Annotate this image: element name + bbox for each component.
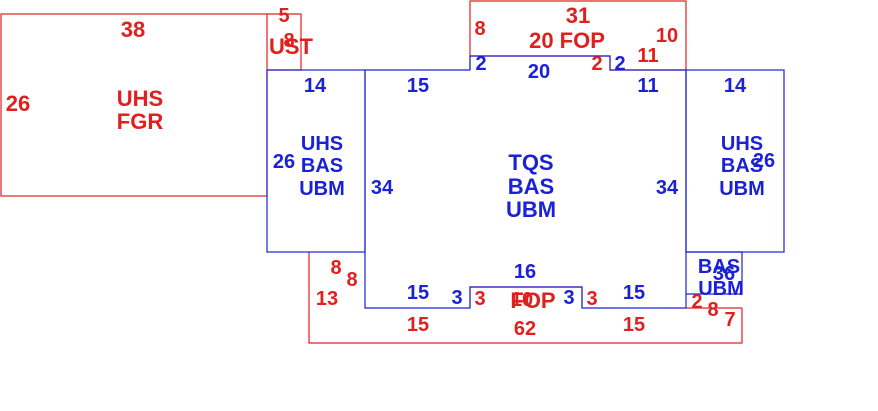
right-bas-depth-label: 26	[753, 150, 775, 172]
right-bas-name-line2: BAS	[721, 155, 763, 177]
left-bas-name-line1: UHS	[301, 133, 343, 155]
main-bottom-left-label: 15	[407, 282, 429, 304]
fop-bottom-notch-left-label: 3	[474, 288, 485, 310]
fop-top-left-label: 8	[474, 18, 485, 40]
left-bas-name-line2: BAS	[301, 155, 343, 177]
main-top-left-label: 15	[407, 75, 429, 97]
fgr-width-label: 38	[121, 17, 145, 42]
left-bas-depth-label: 26	[273, 151, 295, 173]
right-bas-name-line3: UBM	[719, 178, 765, 200]
main-bottom-mid-label: 16	[514, 261, 536, 283]
fop-top-name-label: 20 FOP	[529, 28, 605, 53]
small-bas-outline	[686, 251, 743, 295]
main-name-line3: UBM	[506, 197, 556, 222]
fop-bottom-inner-right-label: 15	[623, 314, 645, 336]
main-top-mid-label: 20	[528, 61, 550, 83]
red-labels: 38 26 UHS FGR 5 8 UST 31 8 10 20 FOP 11 …	[6, 3, 736, 340]
blue-outlines	[266, 55, 785, 309]
right-bas-width-label: 14	[724, 75, 747, 97]
main-left-label: 34	[371, 177, 394, 199]
fop-top-length-label: 31	[566, 3, 590, 28]
main-outline	[364, 55, 687, 309]
fop-bottom-right-outer-label: 7	[724, 309, 735, 331]
fgr-depth-label: 26	[6, 91, 30, 116]
fop-bottom-left-outer-label: 13	[316, 288, 338, 310]
fop-bottom-left-inner-label: 8	[346, 269, 357, 291]
fop-top-right-inner-label: 11	[637, 45, 658, 67]
small-bas-name-line2: UBM	[698, 278, 744, 300]
small-bas-side-label: 2	[691, 291, 702, 313]
main-bottom-right-label: 15	[623, 282, 645, 304]
main-notch-left-label: 3	[451, 287, 462, 309]
blue-labels: 14 26 UHS BAS UBM 15 2 20 2 11 34 34 TQS…	[273, 53, 775, 309]
fop-bottom-inner-left-label: 15	[407, 314, 429, 336]
fop-bottom-overlap-label: 10	[511, 289, 533, 311]
fop-bottom-name-label: FOP	[510, 288, 555, 313]
main-top-right-label: 11	[637, 75, 658, 97]
fop-bottom-length-label: 62	[514, 318, 536, 340]
small-bas-depth-label: 36	[713, 263, 735, 285]
fop-top-step-label: 2	[591, 53, 602, 75]
ust-top-label: 5	[278, 5, 289, 27]
fgr-name-line2: FGR	[117, 109, 164, 134]
fop-bottom-left-top-label: 8	[330, 257, 341, 279]
main-right-label: 34	[656, 177, 679, 199]
right-bas-name-line1: UHS	[721, 133, 763, 155]
small-bas-name-line1: BAS	[698, 256, 740, 278]
fgr-name-line1: UHS	[117, 86, 163, 111]
main-name-line1: TQS	[508, 150, 553, 175]
main-step-right-label: 2	[614, 53, 625, 75]
main-name-line2: BAS	[508, 174, 554, 199]
ust-side-label: 8	[283, 30, 294, 52]
left-bas-width-label: 14	[304, 75, 327, 97]
main-notch-right-label: 3	[563, 287, 574, 309]
left-bas-name-line3: UBM	[299, 178, 345, 200]
fop-bottom-notch-right-label: 3	[586, 288, 597, 310]
fop-top-right-label: 10	[656, 25, 678, 47]
main-step-left-label: 2	[475, 53, 486, 75]
ust-name-label: UST	[269, 34, 314, 59]
fop-bottom-right-inner-label: 8	[707, 299, 718, 321]
